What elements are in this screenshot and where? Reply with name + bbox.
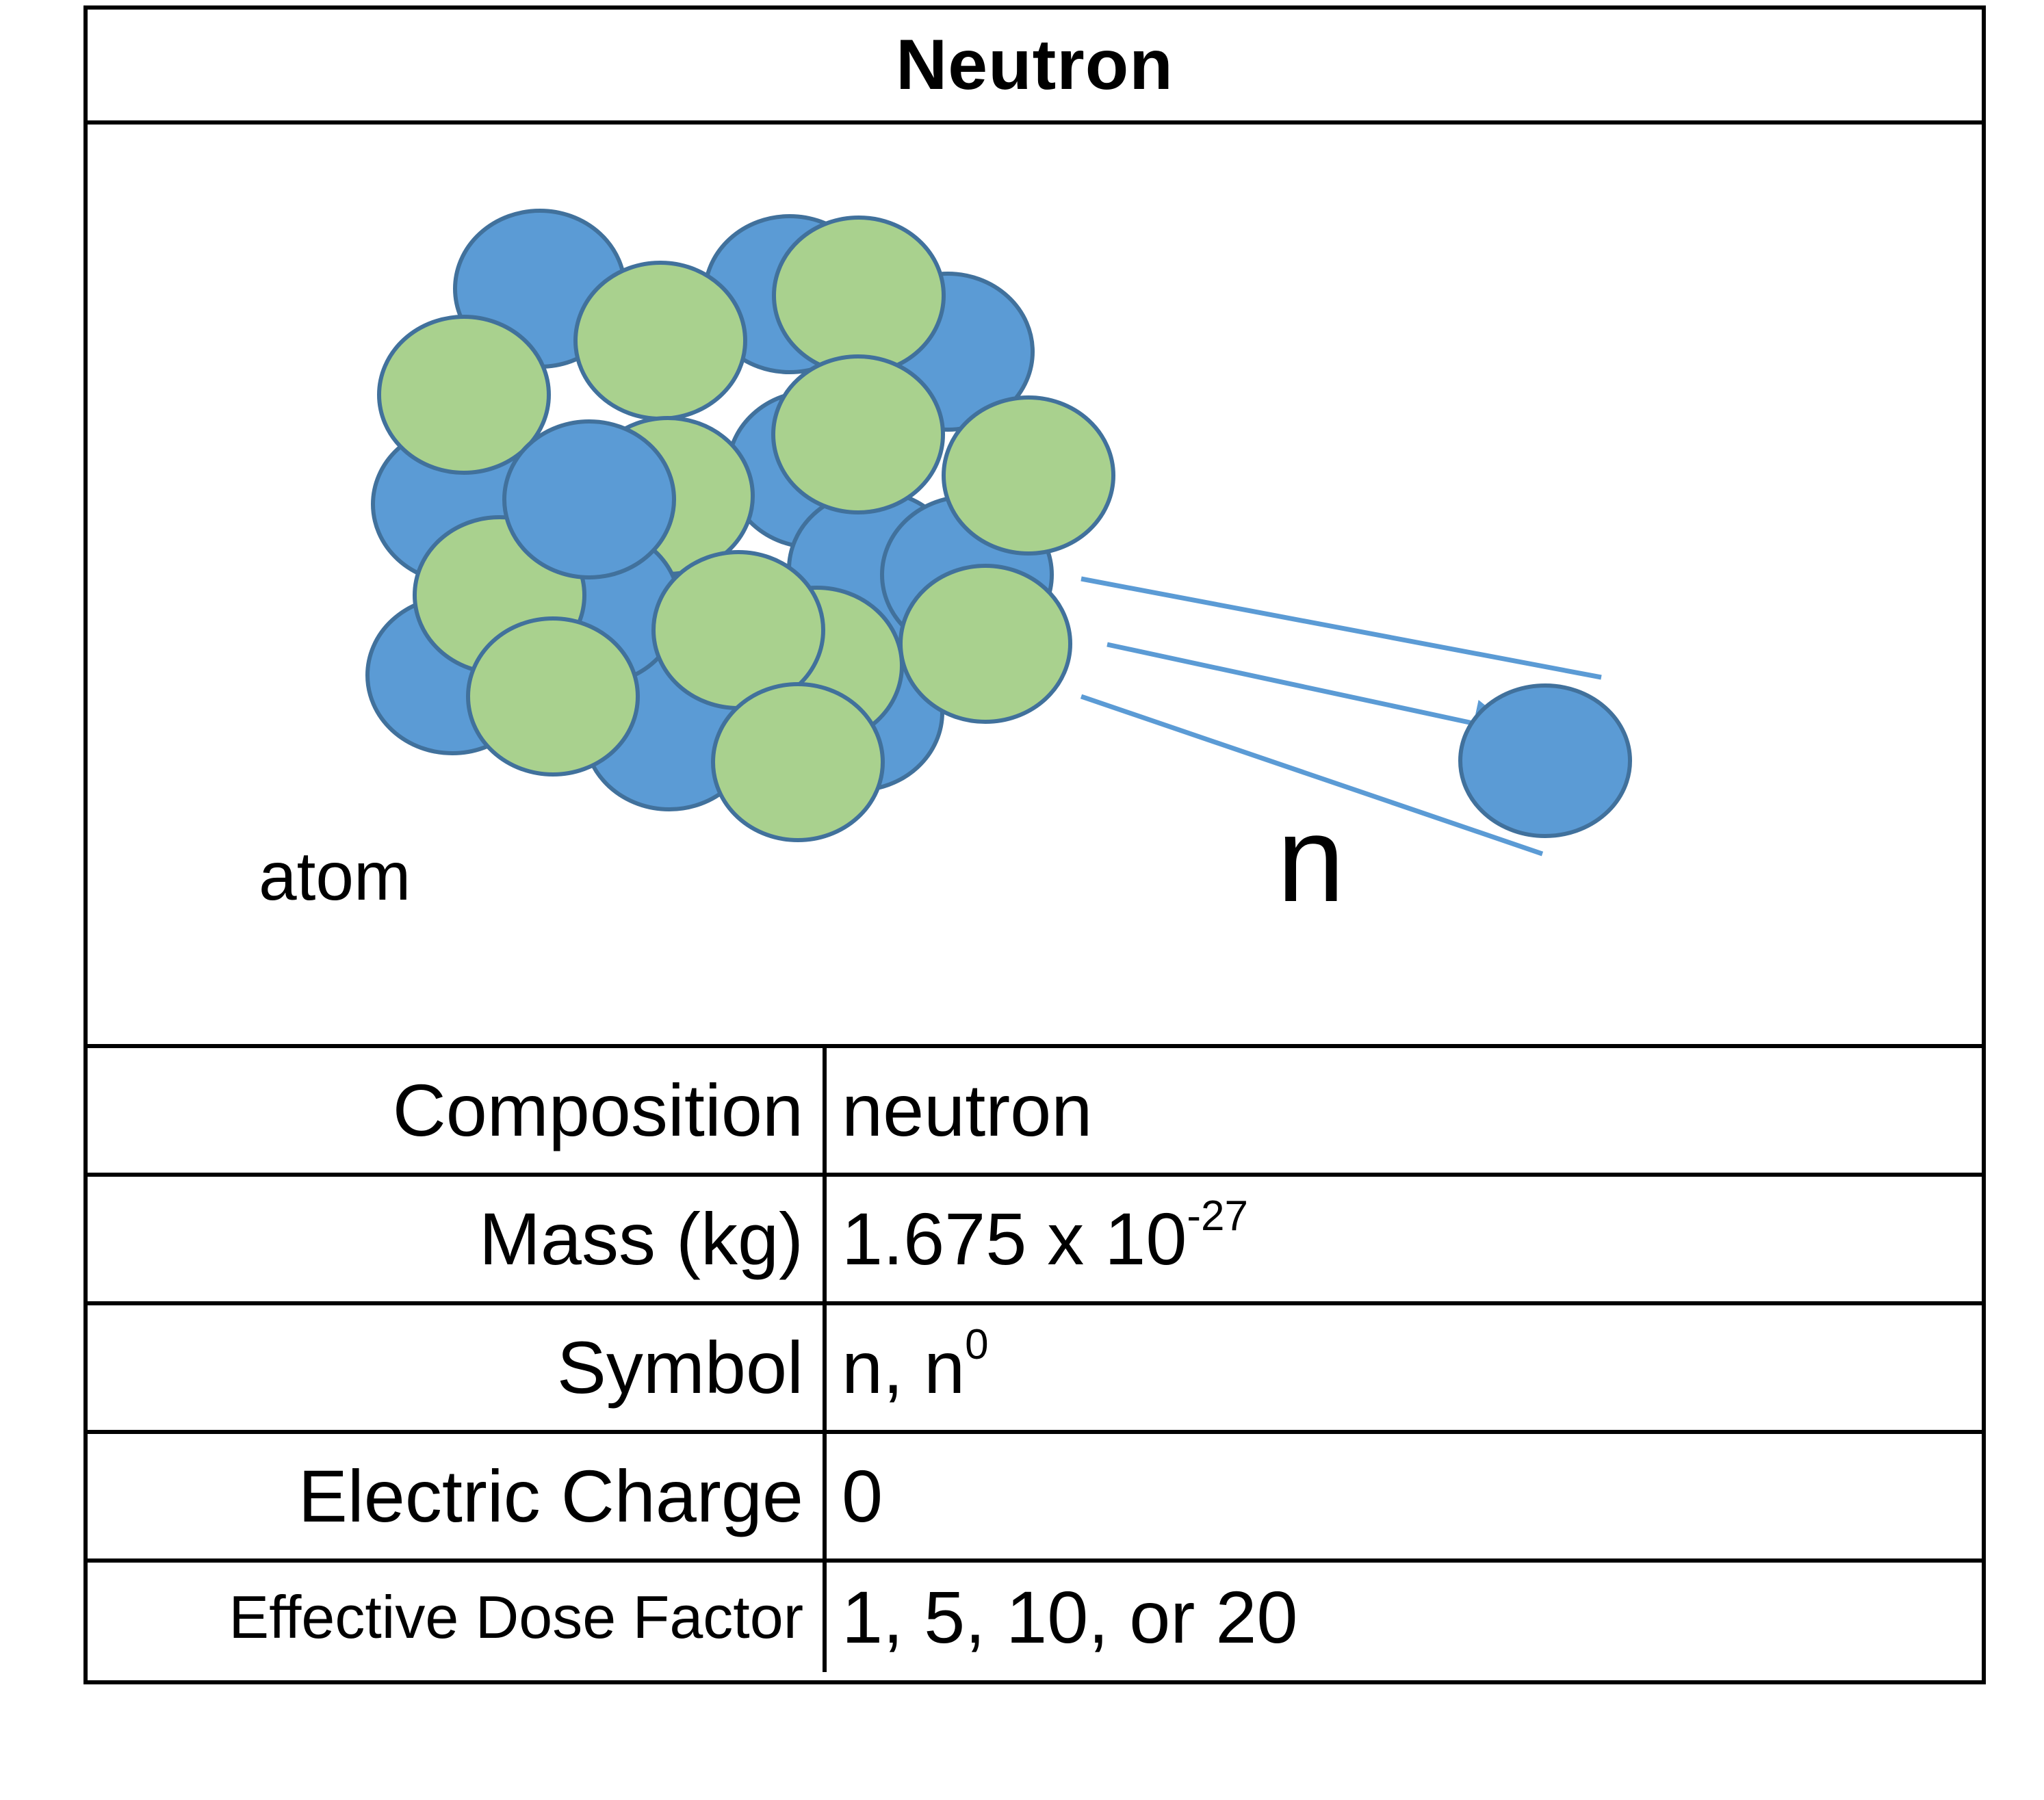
neutron-emission-diagram: atom n	[88, 125, 1982, 1048]
property-label: Symbol	[88, 1301, 827, 1434]
nucleus-proton	[942, 395, 1115, 556]
table-row: Mass (kg) 1.675 x 10-27	[88, 1173, 1982, 1305]
table-row: Composition neutron	[88, 1048, 1982, 1177]
nucleus-proton	[772, 216, 946, 376]
emitted-neutron	[1458, 683, 1632, 838]
trail-line-bottom	[1080, 694, 1544, 857]
trail-arrow	[1107, 642, 1521, 747]
value-text: 1.675 x 10	[842, 1197, 1187, 1280]
value-text: 1, 5, 10, or 20	[842, 1576, 1298, 1658]
property-label: Effective Dose Factor	[88, 1558, 827, 1672]
nucleus-neutron	[502, 419, 676, 579]
table-row: Effective Dose Factor 1, 5, 10, or 20	[88, 1558, 1982, 1672]
property-label: Composition	[88, 1048, 827, 1177]
neutron-symbol-label: n	[1277, 791, 1345, 927]
property-value: 1, 5, 10, or 20	[823, 1558, 1982, 1672]
property-value: n, n0	[823, 1301, 1982, 1434]
atom-label: atom	[259, 838, 411, 915]
value-text: n, n	[842, 1326, 966, 1409]
atom-nucleus	[365, 209, 1115, 842]
property-label: Electric Charge	[88, 1430, 827, 1563]
value-exponent: -27	[1187, 1192, 1249, 1240]
nucleus-proton	[711, 682, 885, 842]
value-superscript: 0	[965, 1321, 989, 1368]
diagram-svg	[365, 209, 1632, 857]
nucleus-proton	[377, 315, 551, 475]
property-label: Mass (kg)	[88, 1173, 827, 1305]
neutron-card: Neutron atom n Composition neutron	[83, 5, 1986, 1684]
properties-table: Composition neutron Mass (kg) 1.675 x 10…	[88, 1048, 1982, 1672]
property-value: 0	[823, 1430, 1982, 1563]
nucleus-proton	[466, 616, 640, 777]
trail-line-top	[1081, 576, 1602, 680]
card-title: Neutron	[88, 10, 1982, 125]
property-value: 1.675 x 10-27	[823, 1173, 1982, 1305]
value-text: neutron	[842, 1069, 1093, 1151]
value-text: 0	[842, 1455, 883, 1537]
table-row: Symbol n, n0	[88, 1301, 1982, 1434]
nucleus-proton	[573, 261, 747, 421]
property-value: neutron	[823, 1048, 1982, 1177]
nucleus-proton	[771, 354, 945, 514]
emission-trail	[1080, 576, 1602, 857]
nucleus-proton	[898, 564, 1072, 724]
table-row: Electric Charge 0	[88, 1430, 1982, 1563]
